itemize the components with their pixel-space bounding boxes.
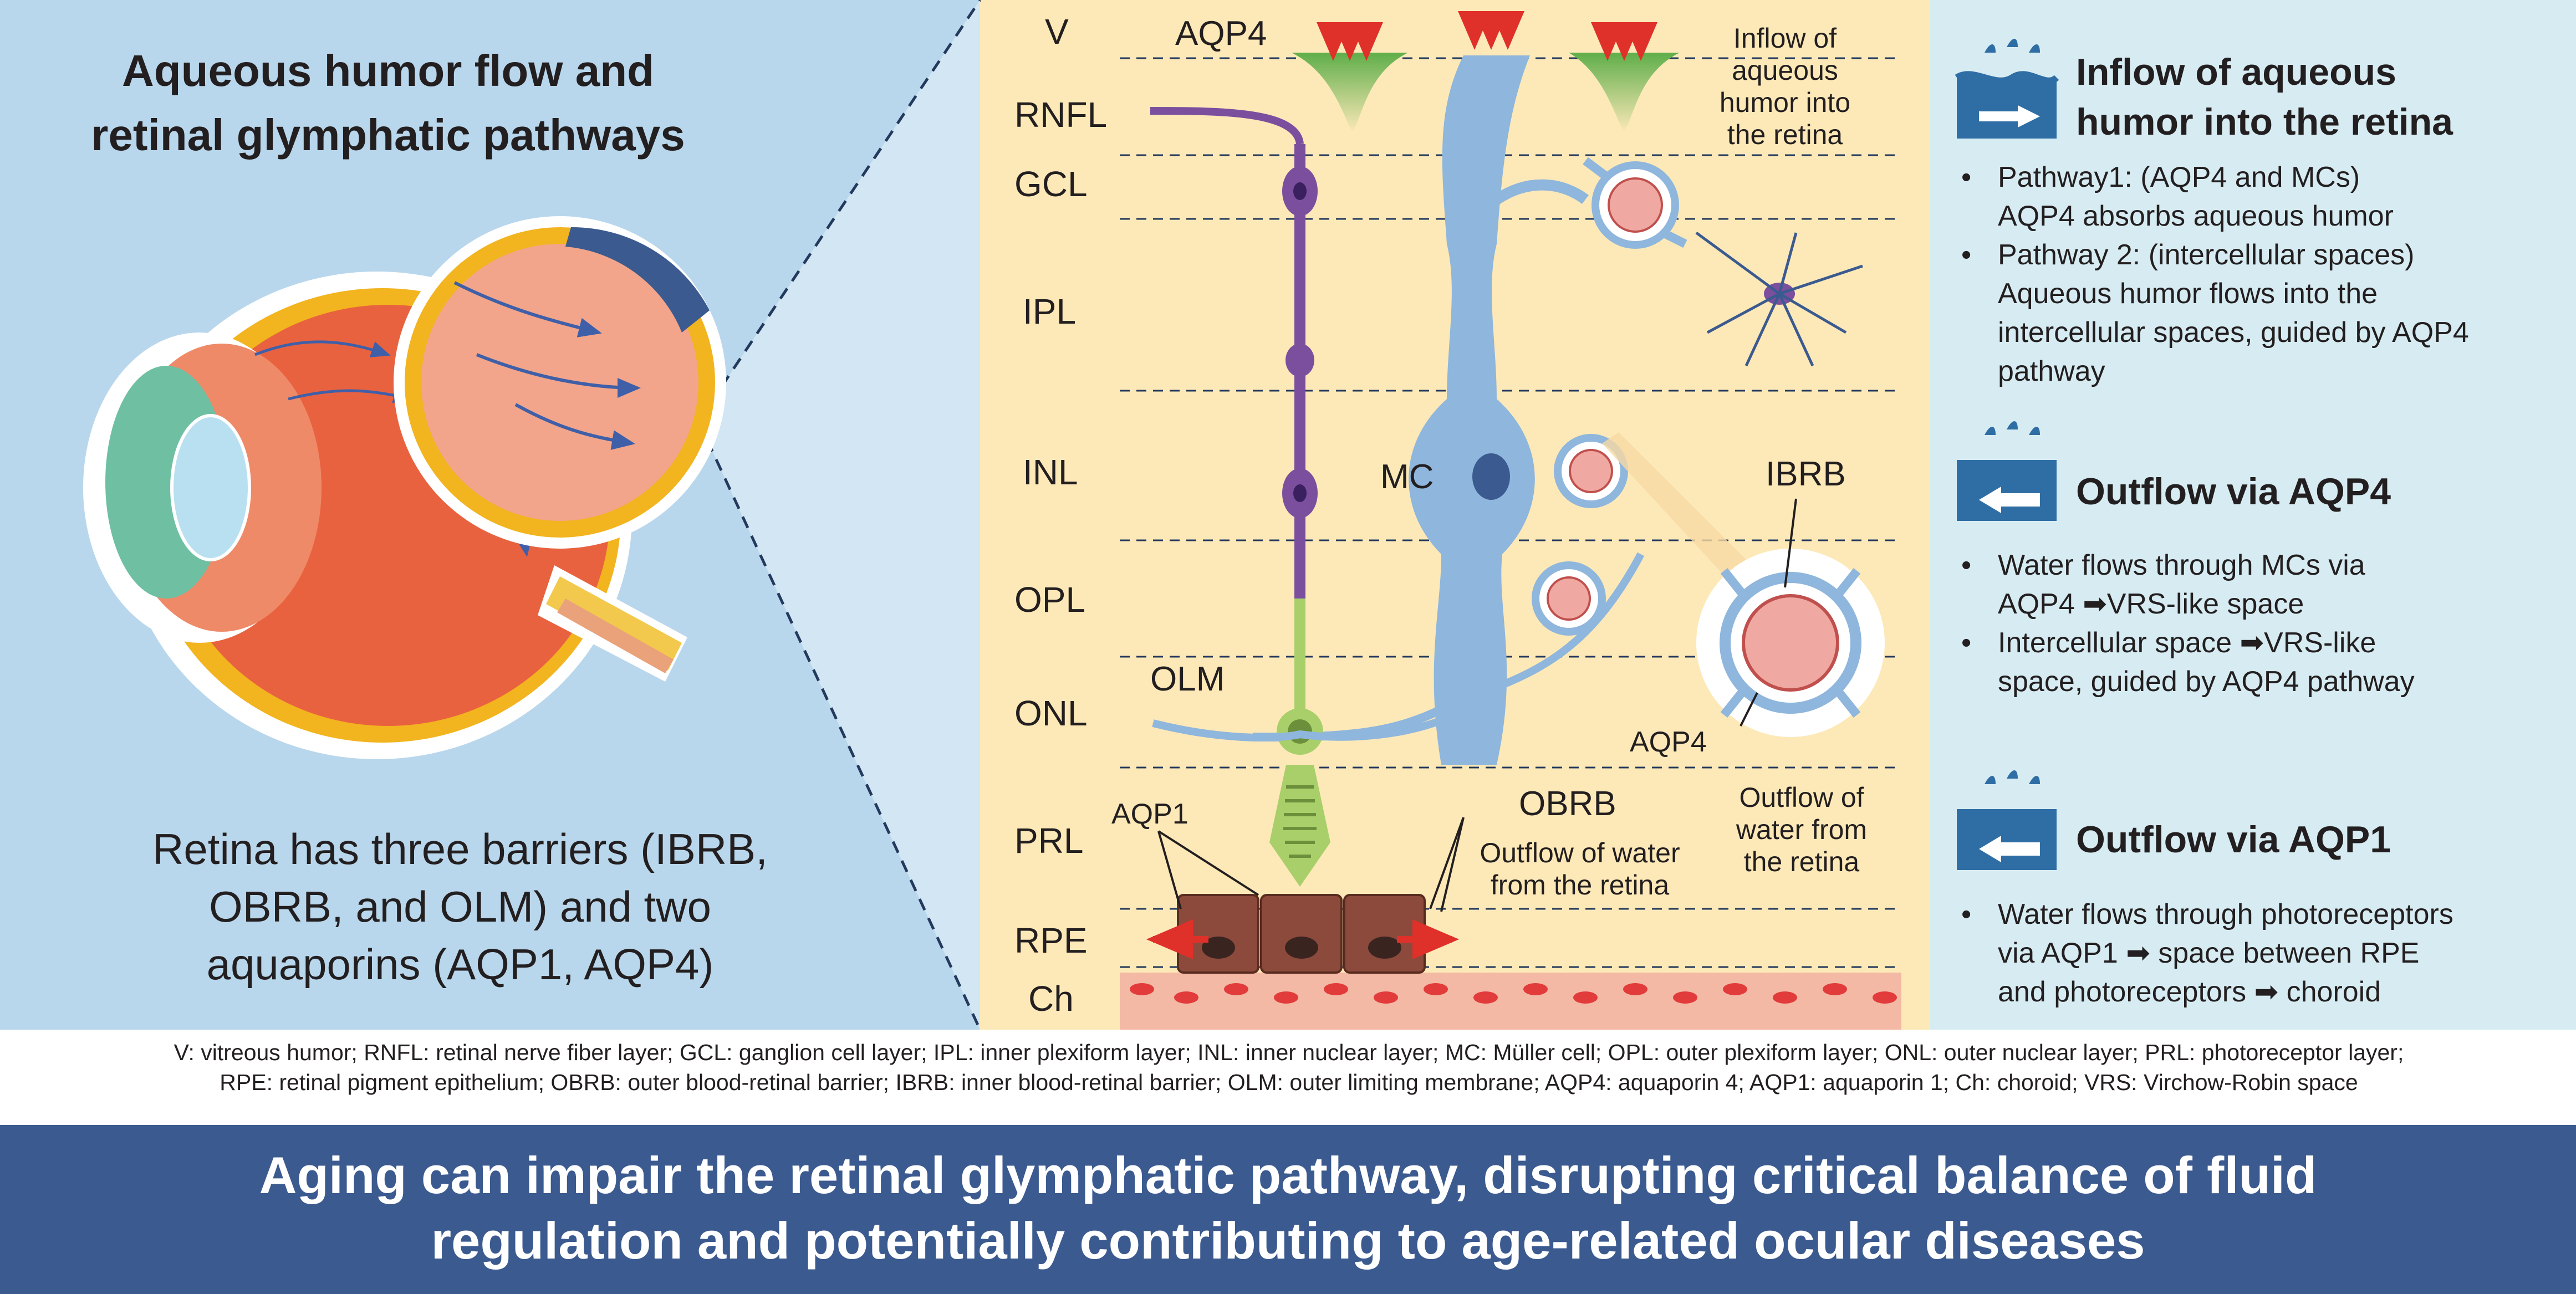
aqp4-vessel-label: AQP4 bbox=[1630, 726, 1707, 758]
section2-heading: Outflow via AQP4 bbox=[2076, 470, 2391, 513]
arrow-right-icon: ➡ bbox=[2240, 627, 2264, 659]
layer-label-ipl: IPL bbox=[1023, 291, 1077, 331]
arrow-right-icon: ➡ bbox=[2126, 937, 2150, 969]
photoreceptor bbox=[1269, 599, 1330, 887]
section1-heading-line2: humor into the retina bbox=[2076, 101, 2453, 143]
layer-label-ch: Ch bbox=[1028, 979, 1074, 1019]
arrow-right-icon: ➡ bbox=[2083, 588, 2107, 620]
water-outflow-aqp4-icon bbox=[1957, 421, 2057, 521]
eye-illustration bbox=[83, 216, 726, 759]
section1-list: Pathway1: (AQP4 and MCs) AQP4 absorbs aq… bbox=[1951, 158, 2567, 391]
inflow-note-line3: humor into bbox=[1719, 87, 1851, 118]
ibrb-label: IBRB bbox=[1766, 455, 1846, 493]
water-inflow-icon bbox=[1955, 39, 2059, 139]
section2-item1: Water flows through MCs via AQP4 ➡VRS-li… bbox=[1951, 546, 2567, 623]
left-caption: Retina has three barriers (IBRB, OBRB, a… bbox=[50, 820, 870, 993]
section1-heading-line1: Inflow of aqueous bbox=[2076, 51, 2396, 93]
outflow-obrb-line2: from the retina bbox=[1490, 870, 1670, 901]
layer-label-gcl: GCL bbox=[1014, 164, 1088, 204]
section3-item1: Water flows through photoreceptors via A… bbox=[1951, 895, 2567, 1011]
section1-item2: Pathway 2: (intercellular spaces) Aqueou… bbox=[1951, 236, 2567, 391]
aqp4-top-label: AQP4 bbox=[1175, 14, 1267, 53]
section1-item1: Pathway1: (AQP4 and MCs) AQP4 absorbs aq… bbox=[1951, 158, 2567, 236]
layer-label-onl: ONL bbox=[1014, 693, 1088, 733]
section1-heading: Inflow of aqueous humor into the retina bbox=[2076, 47, 2453, 147]
choroid bbox=[1120, 973, 1901, 1030]
retinal-vessels bbox=[1532, 157, 1885, 737]
conclusion-text: Aging can impair the retinal glymphatic … bbox=[44, 1143, 2532, 1273]
layer-label-prl: PRL bbox=[1014, 821, 1084, 861]
outflow-right-note: Outflow of water from the retina bbox=[1718, 781, 1885, 878]
inflow-arrows bbox=[1317, 11, 1657, 61]
inflow-note-line2: aqueous bbox=[1732, 55, 1838, 86]
section2-list: Water flows through MCs via AQP4 ➡VRS-li… bbox=[1951, 546, 2567, 701]
outflow-obrb-note: Outflow of water from the retina bbox=[1463, 837, 1696, 901]
left-caption-line2: OBRB, and OLM) and two bbox=[208, 882, 712, 931]
mc-label: MC bbox=[1380, 458, 1434, 496]
leader-lines bbox=[1157, 498, 1797, 912]
zoom-line-top bbox=[697, 0, 982, 422]
aqp4-endfeet bbox=[1292, 53, 1680, 133]
obrb-label: OBRB bbox=[1519, 785, 1616, 823]
zoom-wedge bbox=[698, 0, 980, 1030]
left-caption-line1: Retina has three barriers (IBRB, bbox=[152, 825, 768, 873]
inflow-note: Inflow of aqueous humor into the retina bbox=[1691, 22, 1879, 151]
zoom-line-bottom bbox=[697, 420, 982, 1030]
footnote-line2: RPE: retinal pigment epithelium; OBRB: o… bbox=[220, 1070, 2358, 1095]
ganglion-neuron bbox=[1150, 107, 1318, 599]
olm-membrane bbox=[1152, 717, 1443, 741]
banner-line1: Aging can impair the retinal glymphatic … bbox=[259, 1146, 2317, 1204]
left-title-line1: Aqueous humor flow and bbox=[122, 46, 654, 95]
choroid-vessels bbox=[1130, 983, 1897, 1004]
outflow-right-line1: Outflow of bbox=[1739, 782, 1864, 813]
section3-list: Water flows through photoreceptors via A… bbox=[1951, 895, 2567, 1011]
diagram-graphics bbox=[83, 0, 2059, 1030]
left-caption-line3: aquaporins (AQP1, AQP4) bbox=[206, 940, 714, 989]
aqp1-label: AQP1 bbox=[1111, 798, 1188, 830]
left-title: Aqueous humor flow and retinal glymphati… bbox=[67, 39, 710, 167]
rpe-cells bbox=[1146, 894, 1459, 974]
outflow-obrb-line1: Outflow of water bbox=[1480, 837, 1680, 868]
footnote-line1: V: vitreous humor; RNFL: retinal nerve f… bbox=[174, 1040, 2404, 1065]
olm-label: OLM bbox=[1150, 660, 1225, 698]
section2-item2: Intercellular space ➡VRS-like space, gui… bbox=[1951, 623, 2567, 701]
water-outflow-aqp1-icon bbox=[1957, 770, 2057, 870]
layer-label-rpe: RPE bbox=[1014, 920, 1088, 960]
inflow-note-line4: the retina bbox=[1727, 119, 1843, 150]
outflow-right-line2: water from bbox=[1736, 814, 1868, 845]
layer-label-rnfl: RNFL bbox=[1014, 95, 1108, 135]
outflow-right-line3: the retina bbox=[1743, 846, 1860, 877]
layer-boundaries bbox=[1120, 57, 1901, 968]
layer-label-v: V bbox=[1045, 12, 1069, 52]
inflow-note-line1: Inflow of bbox=[1733, 23, 1837, 54]
conclusion-banner bbox=[0, 1125, 2576, 1294]
layer-label-opl: OPL bbox=[1014, 580, 1086, 620]
muller-cell bbox=[1252, 55, 1645, 765]
section3-heading: Outflow via AQP1 bbox=[2076, 819, 2391, 861]
left-title-line2: retinal glymphatic pathways bbox=[91, 110, 685, 160]
banner-line2: regulation and potentially contributing … bbox=[431, 1211, 2145, 1270]
abbreviations-footnote: V: vitreous humor; RNFL: retinal nerve f… bbox=[33, 1037, 2544, 1097]
arrow-right-icon: ➡ bbox=[2254, 976, 2279, 1008]
layer-label-inl: INL bbox=[1023, 452, 1078, 492]
